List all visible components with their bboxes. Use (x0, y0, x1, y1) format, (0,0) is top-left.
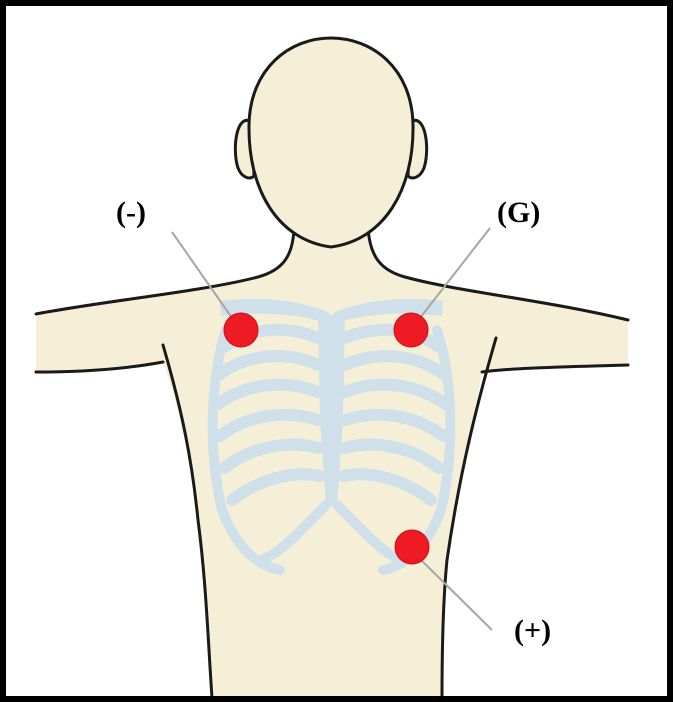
ground-electrode-icon (394, 313, 428, 347)
negative-electrode-icon (224, 313, 258, 347)
ground-electrode-label: (G) (497, 196, 540, 229)
head (249, 38, 413, 247)
negative-electrode-label: (-) (116, 196, 146, 229)
positive-electrode-label: (+) (514, 614, 551, 647)
positive-electrode-icon (395, 530, 429, 564)
